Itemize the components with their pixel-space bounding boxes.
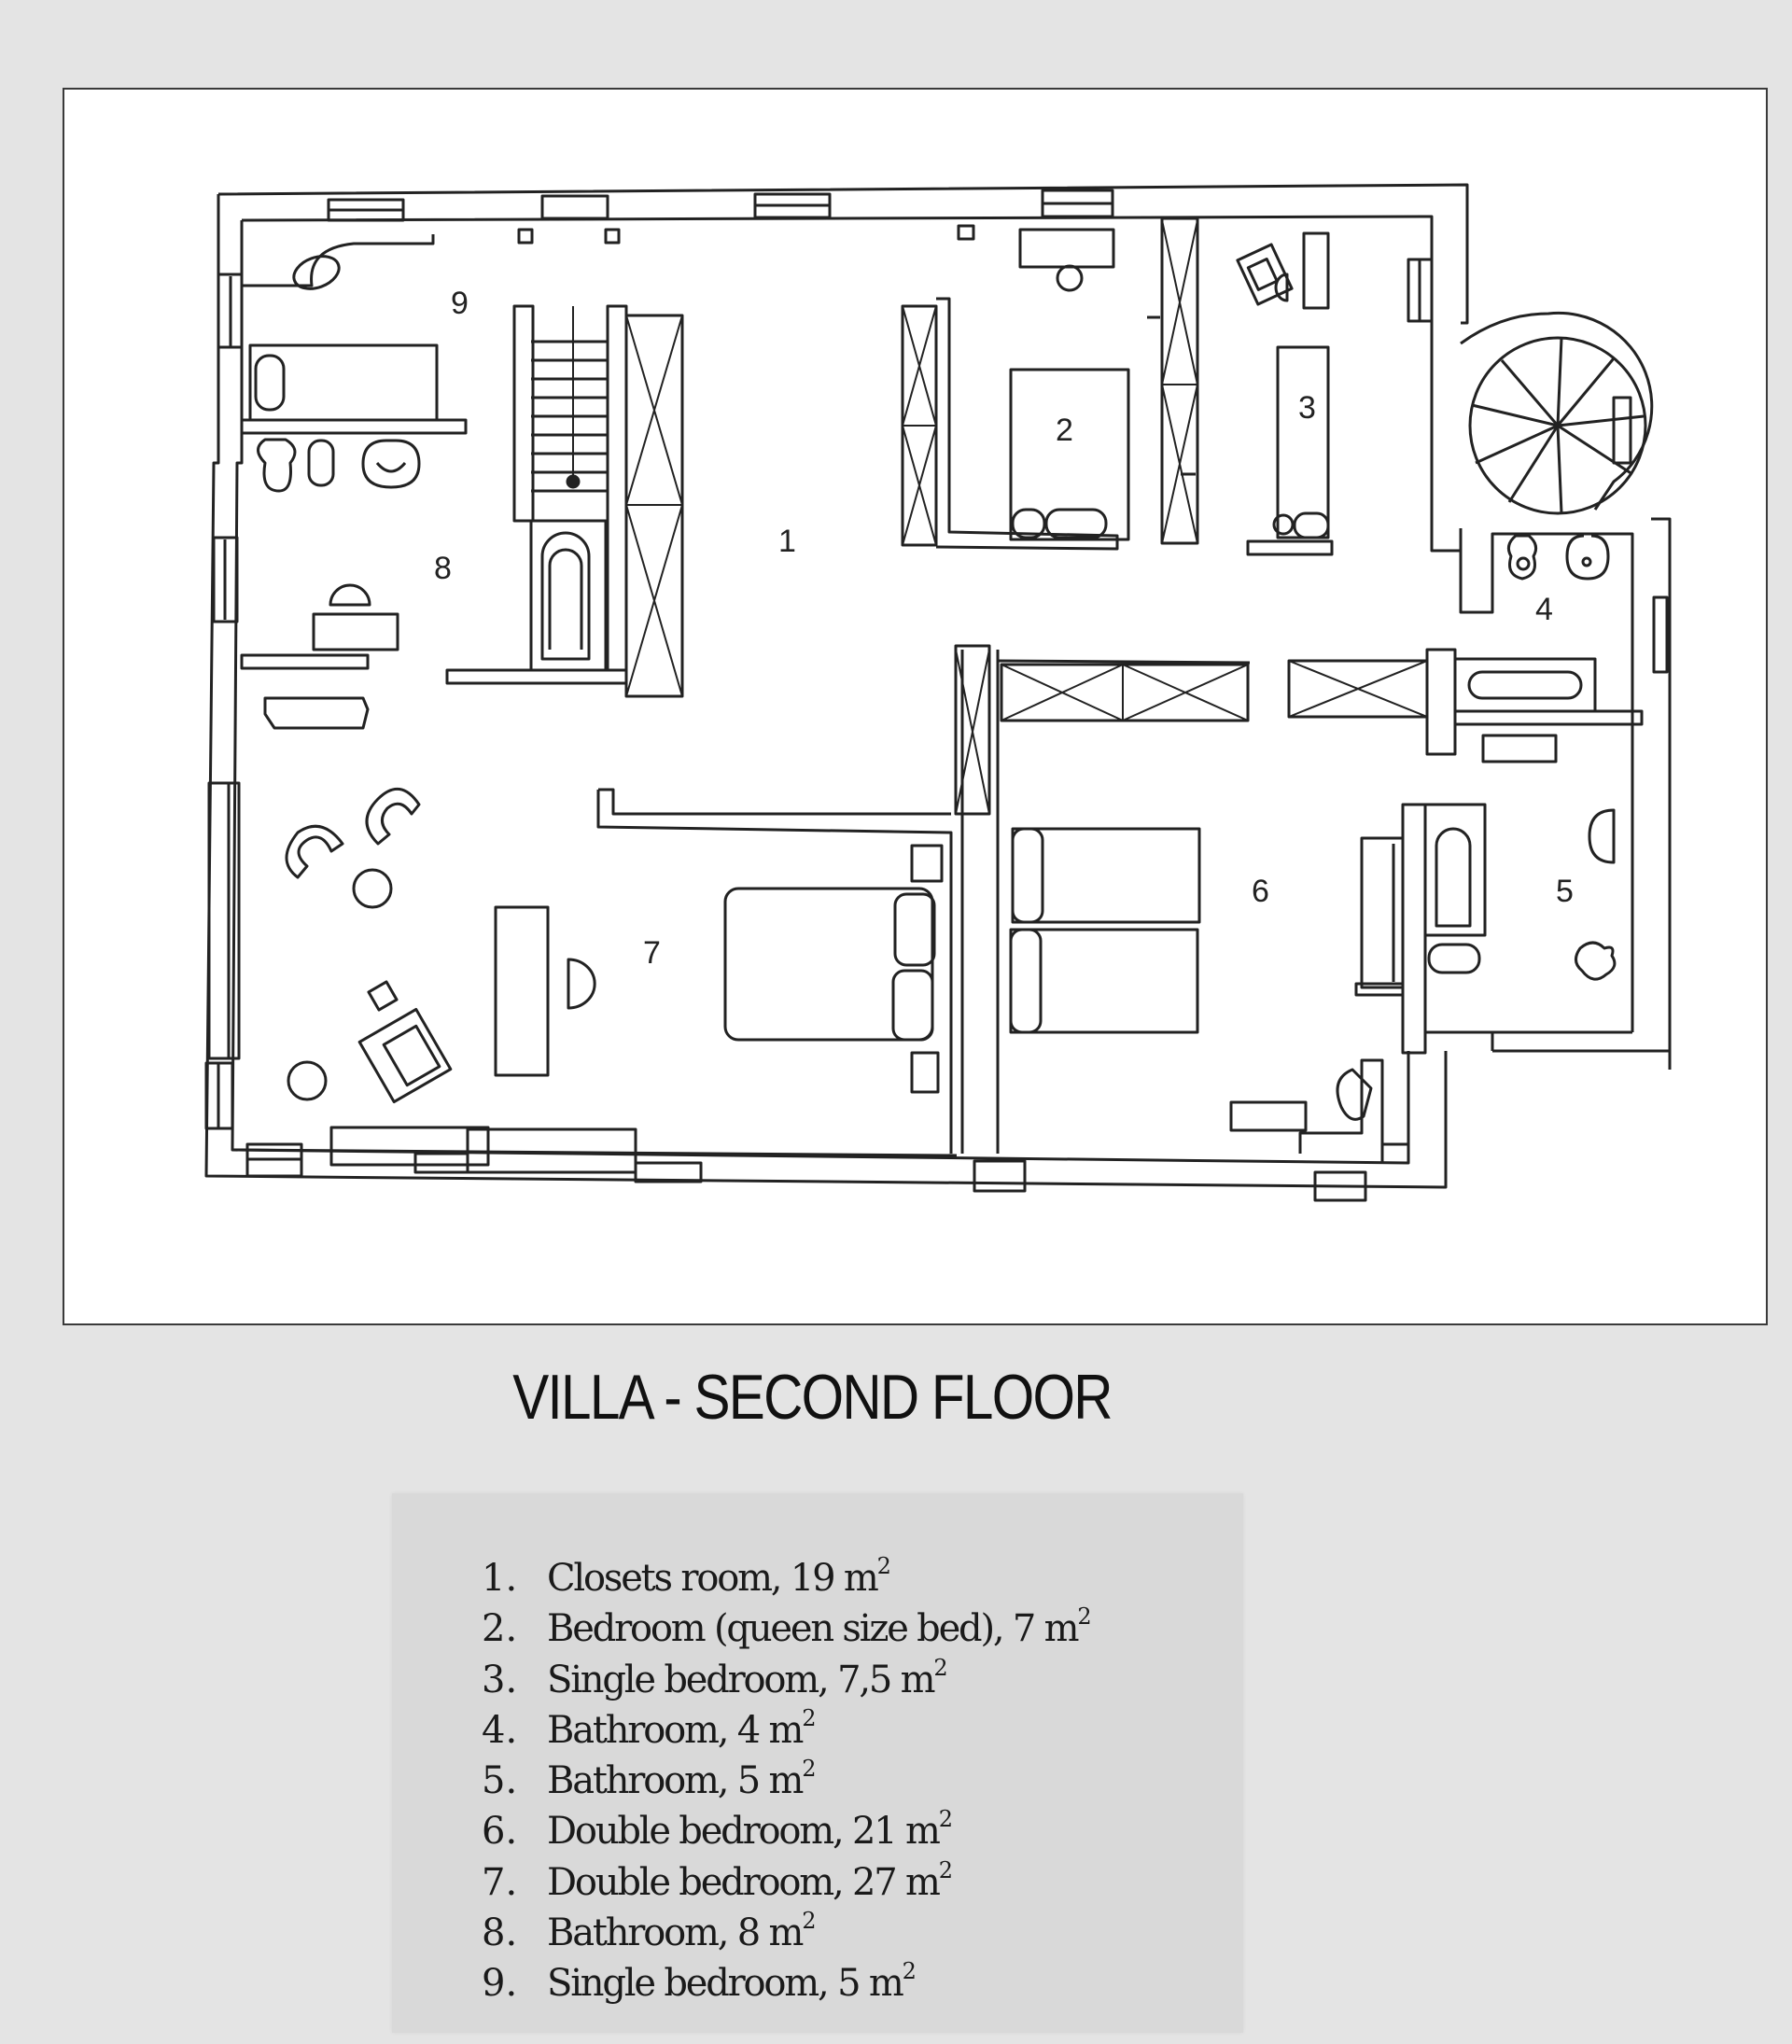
legend-item-text: Double bedroom, 21 m2 [547, 1806, 953, 1854]
spiral-staircase [1460, 311, 1654, 515]
room-label-1: 1 [778, 524, 796, 559]
legend-item: 4. Bathroom, 4 m2 [482, 1705, 1089, 1756]
room-label-2: 2 [1056, 413, 1073, 448]
legend-item-number: 8. [482, 1911, 518, 1955]
legend-item: 5. Bathroom, 5 m2 [482, 1756, 1089, 1806]
room-number-labels: 1 2 3 4 5 6 7 8 9 [434, 286, 1574, 971]
legend-item-number: 4. [482, 1708, 518, 1752]
room-6-bedroom [954, 644, 1644, 1163]
legend-item-number: 1. [482, 1557, 518, 1600]
legend-item-number: 5. [482, 1759, 518, 1803]
legend-item-text: Single bedroom, 5 m2 [547, 1958, 917, 2006]
room-7-bedroom [285, 788, 953, 1154]
exterior-walls [204, 183, 1469, 1202]
legend-item-exponent: 2 [802, 1756, 816, 1783]
legend-item-number: 7. [482, 1860, 518, 1904]
legend-item-number: 3. [482, 1658, 518, 1701]
legend-item-exponent: 2 [938, 1856, 953, 1883]
legend-item-text: Bedroom (queen size bed), 7 m2 [547, 1603, 1092, 1651]
room-label-8: 8 [434, 551, 452, 586]
room-label-6: 6 [1252, 874, 1269, 909]
legend-item: 6. Double bedroom, 21 m2 [482, 1806, 1089, 1856]
legend-item-text: Bathroom, 8 m2 [547, 1908, 817, 1955]
room-3-bedroom [1236, 231, 1460, 556]
legend-item-number: 2. [482, 1607, 518, 1651]
legend-item-text: Single bedroom, 7,5 m2 [547, 1654, 948, 1701]
legend-item-exponent: 2 [902, 1958, 917, 1985]
legend-item-text: Bathroom, 4 m2 [547, 1704, 817, 1752]
floor-plan-frame: 1 2 3 4 5 6 7 8 9 [63, 88, 1768, 1325]
legend-item: 8. Bathroom, 8 m2 [482, 1908, 1089, 1958]
room-label-3: 3 [1298, 390, 1316, 426]
legend-item-text: Bathroom, 5 m2 [547, 1756, 817, 1803]
legend-item-exponent: 2 [938, 1806, 953, 1833]
legend-list: 1. Closets room, 19 m2 2. Bedroom (queen si… [482, 1553, 1092, 2009]
room-label-7: 7 [643, 935, 661, 971]
room-2-bedroom [901, 217, 1199, 551]
room-4-bathroom [1459, 517, 1672, 1070]
floor-plan-drawing: 1 2 3 4 5 6 7 8 9 [204, 183, 1672, 1202]
room-legend: 1. Closets room, 19 m2 2. Bedroom (queen si… [392, 1493, 1243, 2033]
room-5-bathroom [1401, 803, 1670, 1055]
legend-item-exponent: 2 [802, 1908, 816, 1935]
legend-item-number: 9. [482, 1962, 518, 2006]
legend-item: 2. Bedroom (queen size bed), 7 m2 [482, 1603, 1092, 1654]
legend-item-text: Double bedroom, 27 m2 [547, 1856, 953, 1904]
legend-item: 7. Double bedroom, 27 m2 [482, 1857, 1089, 1908]
legend-item: 1. Closets room, 19 m2 [482, 1553, 1089, 1603]
legend-item-exponent: 2 [933, 1654, 947, 1681]
room-label-9: 9 [451, 286, 469, 321]
legend-item-exponent: 2 [1077, 1603, 1091, 1631]
legend-item-number: 6. [482, 1810, 518, 1854]
legend-item-exponent: 2 [802, 1704, 816, 1731]
page-title: VILLA - SECOND FLOOR [512, 1362, 1113, 1433]
room-label-4: 4 [1535, 592, 1553, 627]
room-9-bedroom [240, 234, 468, 435]
room-8-bathroom [240, 304, 684, 730]
legend-item: 3. Single bedroom, 7,5 m2 [482, 1655, 1089, 1705]
legend-item: 9. Single bedroom, 5 m2 [482, 1958, 1089, 2009]
legend-item-exponent: 2 [876, 1553, 891, 1579]
room-label-5: 5 [1556, 874, 1574, 909]
legend-item-text: Closets room, 19 m2 [547, 1553, 891, 1600]
